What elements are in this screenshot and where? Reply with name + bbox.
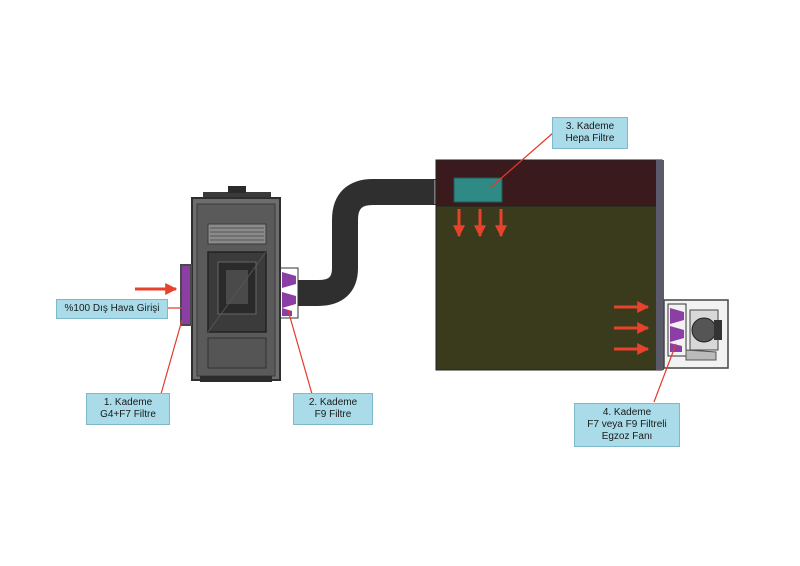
stage3-label: 3. Kademe Hepa Filtre <box>552 117 628 149</box>
stage1-filter <box>182 266 190 324</box>
stage1-label: 1. Kademe G4+F7 Filtre <box>86 393 170 425</box>
stage2-label: 2. Kademe F9 Filtre <box>293 393 373 425</box>
hepa-airflow-arrows <box>453 209 507 238</box>
stage4-label: 4. Kademe F7 veya F9 Filtreli Egzoz Fanı <box>574 403 680 447</box>
supply-duct <box>298 179 436 306</box>
exhaust-airflow-arrows <box>614 301 650 355</box>
hepa-filter <box>453 177 503 203</box>
stage2-filters <box>279 267 299 319</box>
air-handling-unit <box>180 186 299 382</box>
leader-lines <box>160 132 677 403</box>
outdoor-air-label: %100 Dış Hava Girişi <box>56 299 168 319</box>
exhaust-fan-unit <box>663 299 729 369</box>
